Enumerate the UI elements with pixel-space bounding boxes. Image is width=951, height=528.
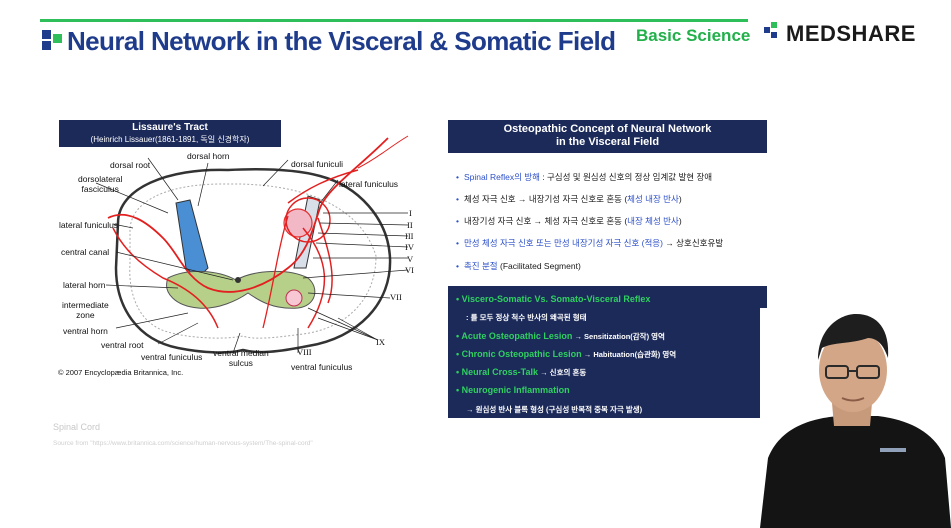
header-accent-line: [40, 19, 748, 22]
lissauer-subtitle: (Heinrich Lissauer(1861-1891, 독일 신경학자): [90, 135, 250, 144]
spinal-cord-diagram: [95, 135, 409, 354]
reflex-crosstalk: • Neural Cross-Talk → 신호의 혼동: [456, 367, 587, 377]
label-ventral-funiculus-left: ventral funiculus: [141, 352, 203, 362]
label-lamina-2: II: [407, 220, 413, 230]
reflex-panel: [448, 286, 767, 418]
label-dorsal-funiculi: dorsal funiculi: [291, 159, 343, 169]
label-dorsal-root: dorsal root: [110, 160, 151, 170]
label-lateral-funiculus-left: lateral funiculus: [59, 220, 119, 230]
reflex-neurogenic-note: → 원심성 반사 블록 형성 (구심성 반복적 중복 자극 발생): [466, 405, 643, 414]
concept-title-line1: Osteopathic Concept of Neural Network: [503, 123, 712, 135]
concept-bullet-5: •촉진 분절 (Facilitated Segment): [456, 261, 581, 271]
category-label: Basic Science: [636, 26, 751, 45]
label-ventral-median-sulcus: ventral median sulcus: [213, 348, 269, 368]
label-ventral-horn: ventral horn: [63, 326, 108, 336]
lissauer-title: Lissaure's Tract: [132, 122, 208, 133]
reflex-acute: • Acute Osteopathic Lesion → Sensitizati…: [456, 331, 665, 341]
label-intermediate-zone: intermediate zone: [62, 300, 109, 320]
lissauer-tract-box: Lissaure's Tract (Heinrich Lissauer(1861…: [59, 120, 281, 147]
label-central-canal: central canal: [61, 247, 110, 257]
reflex-neurogenic: • Neurogenic Inflammation: [456, 385, 570, 395]
title-logo-icon: [42, 30, 62, 50]
brand-name: MEDSHARE: [786, 21, 916, 46]
figure-caption: Spinal Cord: [53, 422, 101, 432]
medshare-logo-icon: [764, 22, 777, 38]
spinal-cord-outline: [114, 168, 392, 354]
label-ventral-funiculus-right: ventral funiculus: [291, 362, 353, 372]
label-dorsal-horn: dorsal horn: [187, 151, 230, 161]
concept-title-line2: in the Visceral Field: [555, 136, 660, 148]
label-ventral-root: ventral root: [101, 340, 144, 350]
reflex-heading: • Viscero-Somatic Vs. Somato-Visceral Re…: [456, 294, 651, 304]
diagram-copyright: © 2007 Encyclopædia Britannica, Inc.: [58, 368, 184, 377]
slide-title: Neural Network in the Visceral & Somatic…: [67, 26, 616, 56]
label-lamina-8: VIII: [297, 347, 312, 357]
concept-panel-header: Osteopathic Concept of Neural Network in…: [448, 120, 767, 153]
label-lamina-7: VII: [390, 292, 402, 302]
concept-bullet-1: •Spinal Reflex의 방해 : 구심성 및 원심성 신호의 정상 임계…: [456, 172, 713, 182]
concept-bullet-3: •내장기성 자극 신호 → 체성 자극 신호로 혼동 (내장 체성 반사): [456, 216, 682, 226]
reflex-chronic: • Chronic Osteopathic Lesion → Habituati…: [456, 349, 677, 359]
label-lamina-9: IX: [376, 337, 385, 347]
label-lamina-3: III: [405, 231, 414, 241]
figure-source: Source from "https://www.britannica.com/…: [53, 440, 313, 447]
label-lamina-6: VI: [405, 265, 414, 275]
label-lateral-funiculus-right: lateral funiculus: [339, 179, 399, 189]
reflex-heading-sub: : 를 모두 정상 척수 반사의 왜곡된 형태: [466, 313, 587, 322]
label-dorsolateral-fasciculus: dorsolateral fasciculus: [78, 174, 123, 194]
label-lamina-1: I: [409, 208, 412, 218]
central-canal-dot: [235, 277, 241, 283]
label-lateral-horn: lateral horn: [63, 280, 106, 290]
label-lamina-4: IV: [405, 242, 414, 252]
presenter-video: [760, 308, 951, 528]
label-lamina-5: V: [407, 254, 414, 264]
concept-bullet-4: •만성 체성 자극 신호 또는 만성 내장기성 자극 신호 (적응) → 상호신…: [456, 238, 724, 248]
concept-bullet-2: •체성 자극 신호 → 내장기성 자극 신호로 혼동 (체성 내장 반사): [456, 194, 682, 204]
